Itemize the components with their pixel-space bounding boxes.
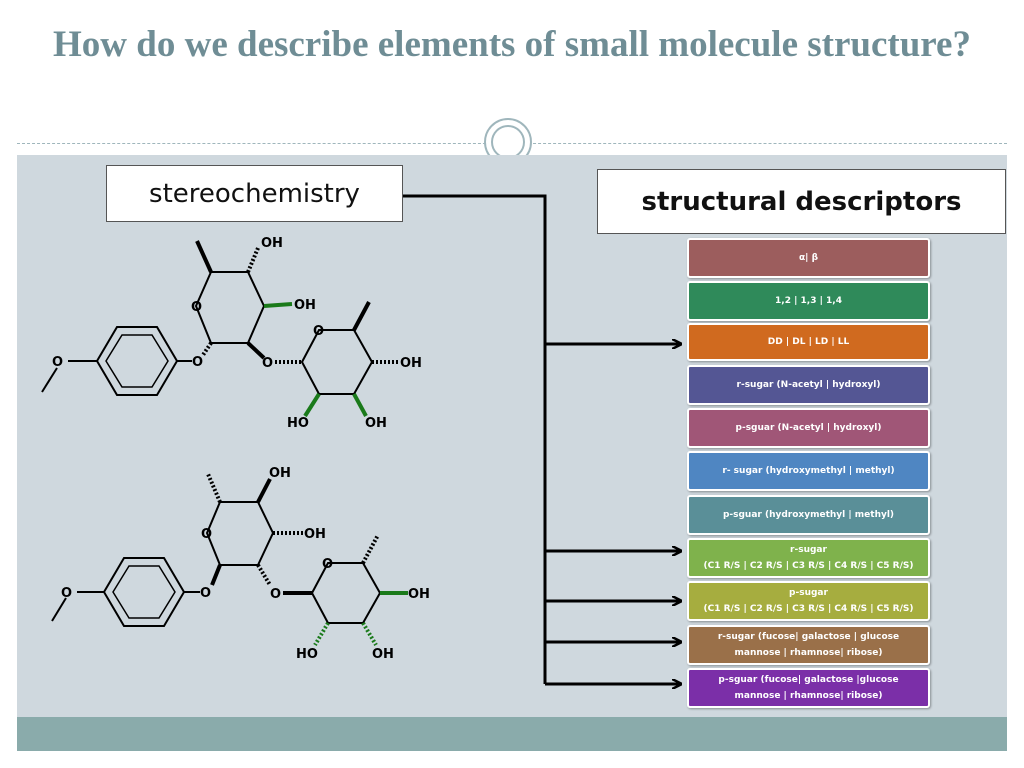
descriptor-p-sugar-chirality-line1: p-sugar (789, 588, 828, 598)
descriptor-r-sugar-hydroxymethyl: r- sugar (hydroxymethyl | methyl) (687, 451, 930, 491)
mol2-o-3: O (270, 587, 281, 602)
mol1-o-3: O (262, 356, 273, 371)
stereochemistry-label: stereochemistry (106, 165, 403, 222)
descriptor-linkage: 1,2 | 1,3 | 1,4 (687, 281, 930, 321)
molecule-structure-2: O O O OH OH O O OH HO OH (51, 466, 430, 662)
descriptor-anomeric-text: α| β (798, 252, 819, 263)
mol2-o-ring-b: O (322, 557, 333, 572)
structural-descriptors-label: structural descriptors (597, 169, 1006, 234)
descriptor-p-sugar-nacetyl: p-sguar (N-acetyl | hydroxyl) (687, 408, 930, 448)
descriptor-anomeric: α| β (687, 238, 930, 278)
benzene-ring-2 (102, 557, 186, 627)
descriptor-p-sugar-nacetyl-text: p-sguar (N-acetyl | hydroxyl) (735, 422, 882, 433)
descriptor-r-sugar-nacetyl: r-sugar (N-acetyl | hydroxyl) (687, 365, 930, 405)
mol2-oh-4: OH (372, 647, 394, 662)
descriptor-p-sugar-chirality: p-sugar (C1 R/S | C2 R/S | C3 R/S | C4 R/… (687, 581, 930, 621)
molecule-structure-1: O O O OH OH O O OH HO OH (41, 236, 422, 431)
descriptor-p-sugar-hydroxymethyl: p-sguar (hydroxymethyl | methyl) (687, 495, 930, 535)
descriptor-r-sugar-monosaccharide: r-sugar (fucose| galactose | glucose mann… (687, 625, 930, 665)
descriptor-r-sugar-monosaccharide-line2: mannose | rhamnose| ribose) (734, 648, 883, 658)
mol1-oh-2: OH (294, 298, 316, 313)
mol1-oh-3: OH (400, 356, 422, 371)
mol2-o-2: O (200, 586, 211, 601)
descriptor-p-sugar-hydroxymethyl-text: p-sguar (hydroxymethyl | methyl) (722, 509, 895, 520)
descriptor-r-sugar-nacetyl-text: r-sugar (N-acetyl | hydroxyl) (736, 379, 881, 390)
descriptor-p-sugar-monosaccharide: p-sguar (fucose| galactose |glucose manno… (687, 668, 930, 708)
mol1-o-ring-a: O (191, 300, 202, 315)
descriptor-r-sugar-chirality-line2: (C1 R/S | C2 R/S | C3 R/S | C4 R/S | C5 … (703, 561, 914, 571)
mol2-oh-1: OH (269, 466, 291, 481)
benzene-ring-1 (95, 326, 179, 396)
connector-trunk (403, 194, 547, 684)
mol1-o-ring-b: O (313, 324, 324, 339)
footer-bar (17, 717, 1007, 751)
sugar-ring-2b (310, 562, 382, 624)
mol1-o-1: O (52, 355, 63, 370)
sugar-ring-2a (205, 501, 275, 566)
descriptor-configuration-text: DD | DL | LD | LL (767, 336, 850, 347)
sugar-ring-1a (194, 271, 266, 344)
descriptor-r-sugar-chirality-line1: r-sugar (790, 545, 827, 555)
mol1-oh-1: OH (261, 236, 283, 251)
descriptor-p-sugar-monosaccharide-line1: p-sguar (fucose| galactose |glucose (718, 675, 899, 685)
mol2-oh-3: OH (408, 587, 430, 602)
connector-lines (403, 194, 681, 684)
descriptor-r-sugar-chirality: r-sugar (C1 R/S | C2 R/S | C3 R/S | C4 R/… (687, 538, 930, 578)
mol1-ho-1: HO (287, 416, 309, 431)
mol1-oh-4: OH (365, 416, 387, 431)
descriptor-r-sugar-monosaccharide-line1: r-sugar (fucose| galactose | glucose (717, 632, 900, 642)
descriptor-linkage-text: 1,2 | 1,3 | 1,4 (775, 295, 842, 306)
sugar-ring-1b (300, 329, 374, 395)
descriptor-p-sugar-chirality-line2: (C1 R/S | C2 R/S | C3 R/S | C4 R/S | C5 … (703, 604, 914, 614)
slide-title: How do we describe elements of small mol… (53, 24, 971, 65)
descriptor-r-sugar-hydroxymethyl-text: r- sugar (hydroxymethyl | methyl) (722, 465, 895, 476)
mol2-o-1: O (61, 586, 72, 601)
mol2-oh-2: OH (304, 527, 326, 542)
mol2-ho-1: HO (296, 647, 318, 662)
descriptor-p-sugar-monosaccharide-line2: mannose | rhamnose| ribose) (734, 691, 883, 701)
mol2-o-ring-a: O (201, 527, 212, 542)
descriptor-configuration: DD | DL | LD | LL (687, 323, 930, 361)
mol1-o-2: O (192, 355, 203, 370)
